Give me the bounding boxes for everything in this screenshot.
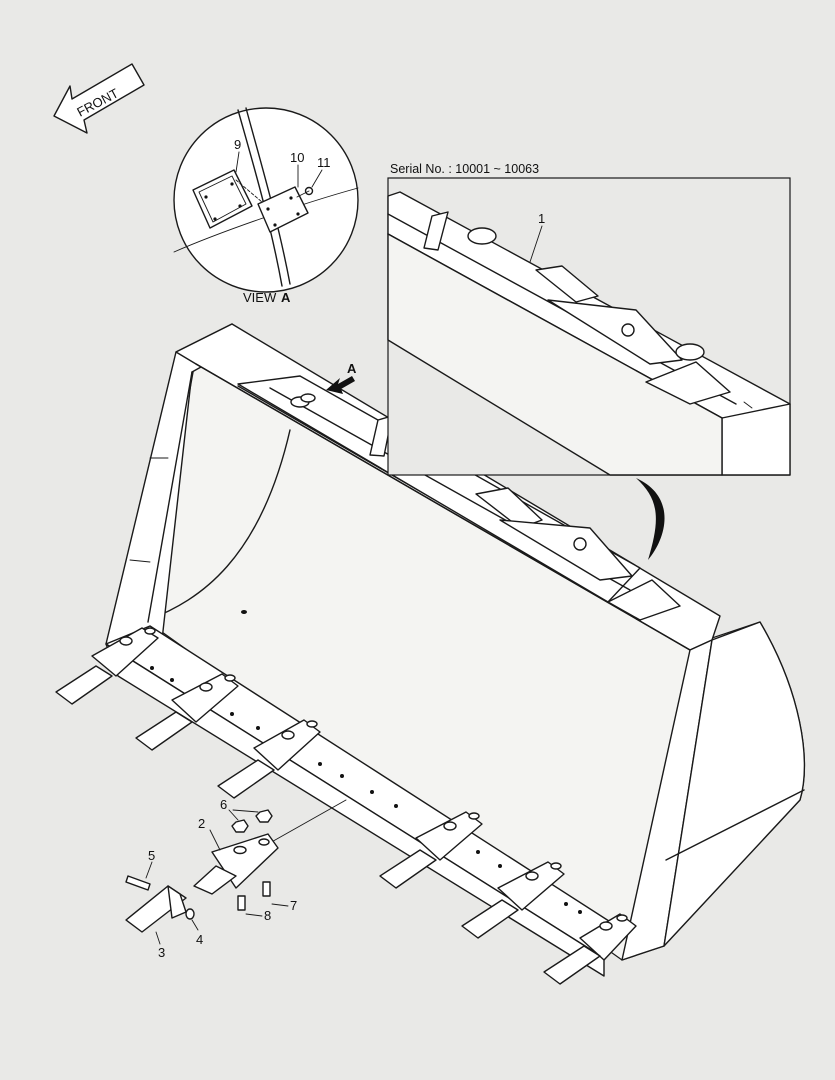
- callout-5: 5: [148, 848, 155, 863]
- tooth-4: [379, 811, 483, 889]
- tooth-2: [135, 673, 239, 751]
- view-a-arrow-icon: A: [326, 361, 357, 394]
- callout-11: 11: [317, 155, 331, 170]
- callout-7: 7: [290, 898, 297, 913]
- serial-number: Serial No. : 10001 ~ 10063: [390, 162, 539, 176]
- detail-link-arrow-icon: [636, 478, 665, 560]
- callout-2: 2: [198, 816, 205, 831]
- callout-3: 3: [158, 945, 165, 960]
- callout-6: 6: [220, 797, 227, 812]
- callout-10: 10: [290, 150, 304, 165]
- tooth-5: [461, 861, 565, 939]
- tooth-3: [217, 719, 321, 799]
- serial-detail-box: 1: [387, 177, 791, 476]
- callout-8: 8: [264, 908, 271, 923]
- arrow-a-letter: A: [347, 361, 357, 376]
- view-a-detail: 9 10 11: [173, 107, 359, 293]
- tooth-1: [55, 627, 159, 705]
- front-arrow-icon: FRONT: [53, 63, 145, 134]
- callout-9: 9: [234, 137, 241, 152]
- callout-4: 4: [196, 932, 203, 947]
- bucket-body: [105, 323, 806, 961]
- view-a-caption-letter: A: [281, 290, 291, 305]
- tooth-6: [543, 913, 637, 985]
- exploded-parts: 2 6 7 8 5 3 4: [125, 797, 347, 960]
- callout-1-detail: 1: [538, 211, 545, 226]
- view-a-caption: VIEW: [243, 290, 277, 305]
